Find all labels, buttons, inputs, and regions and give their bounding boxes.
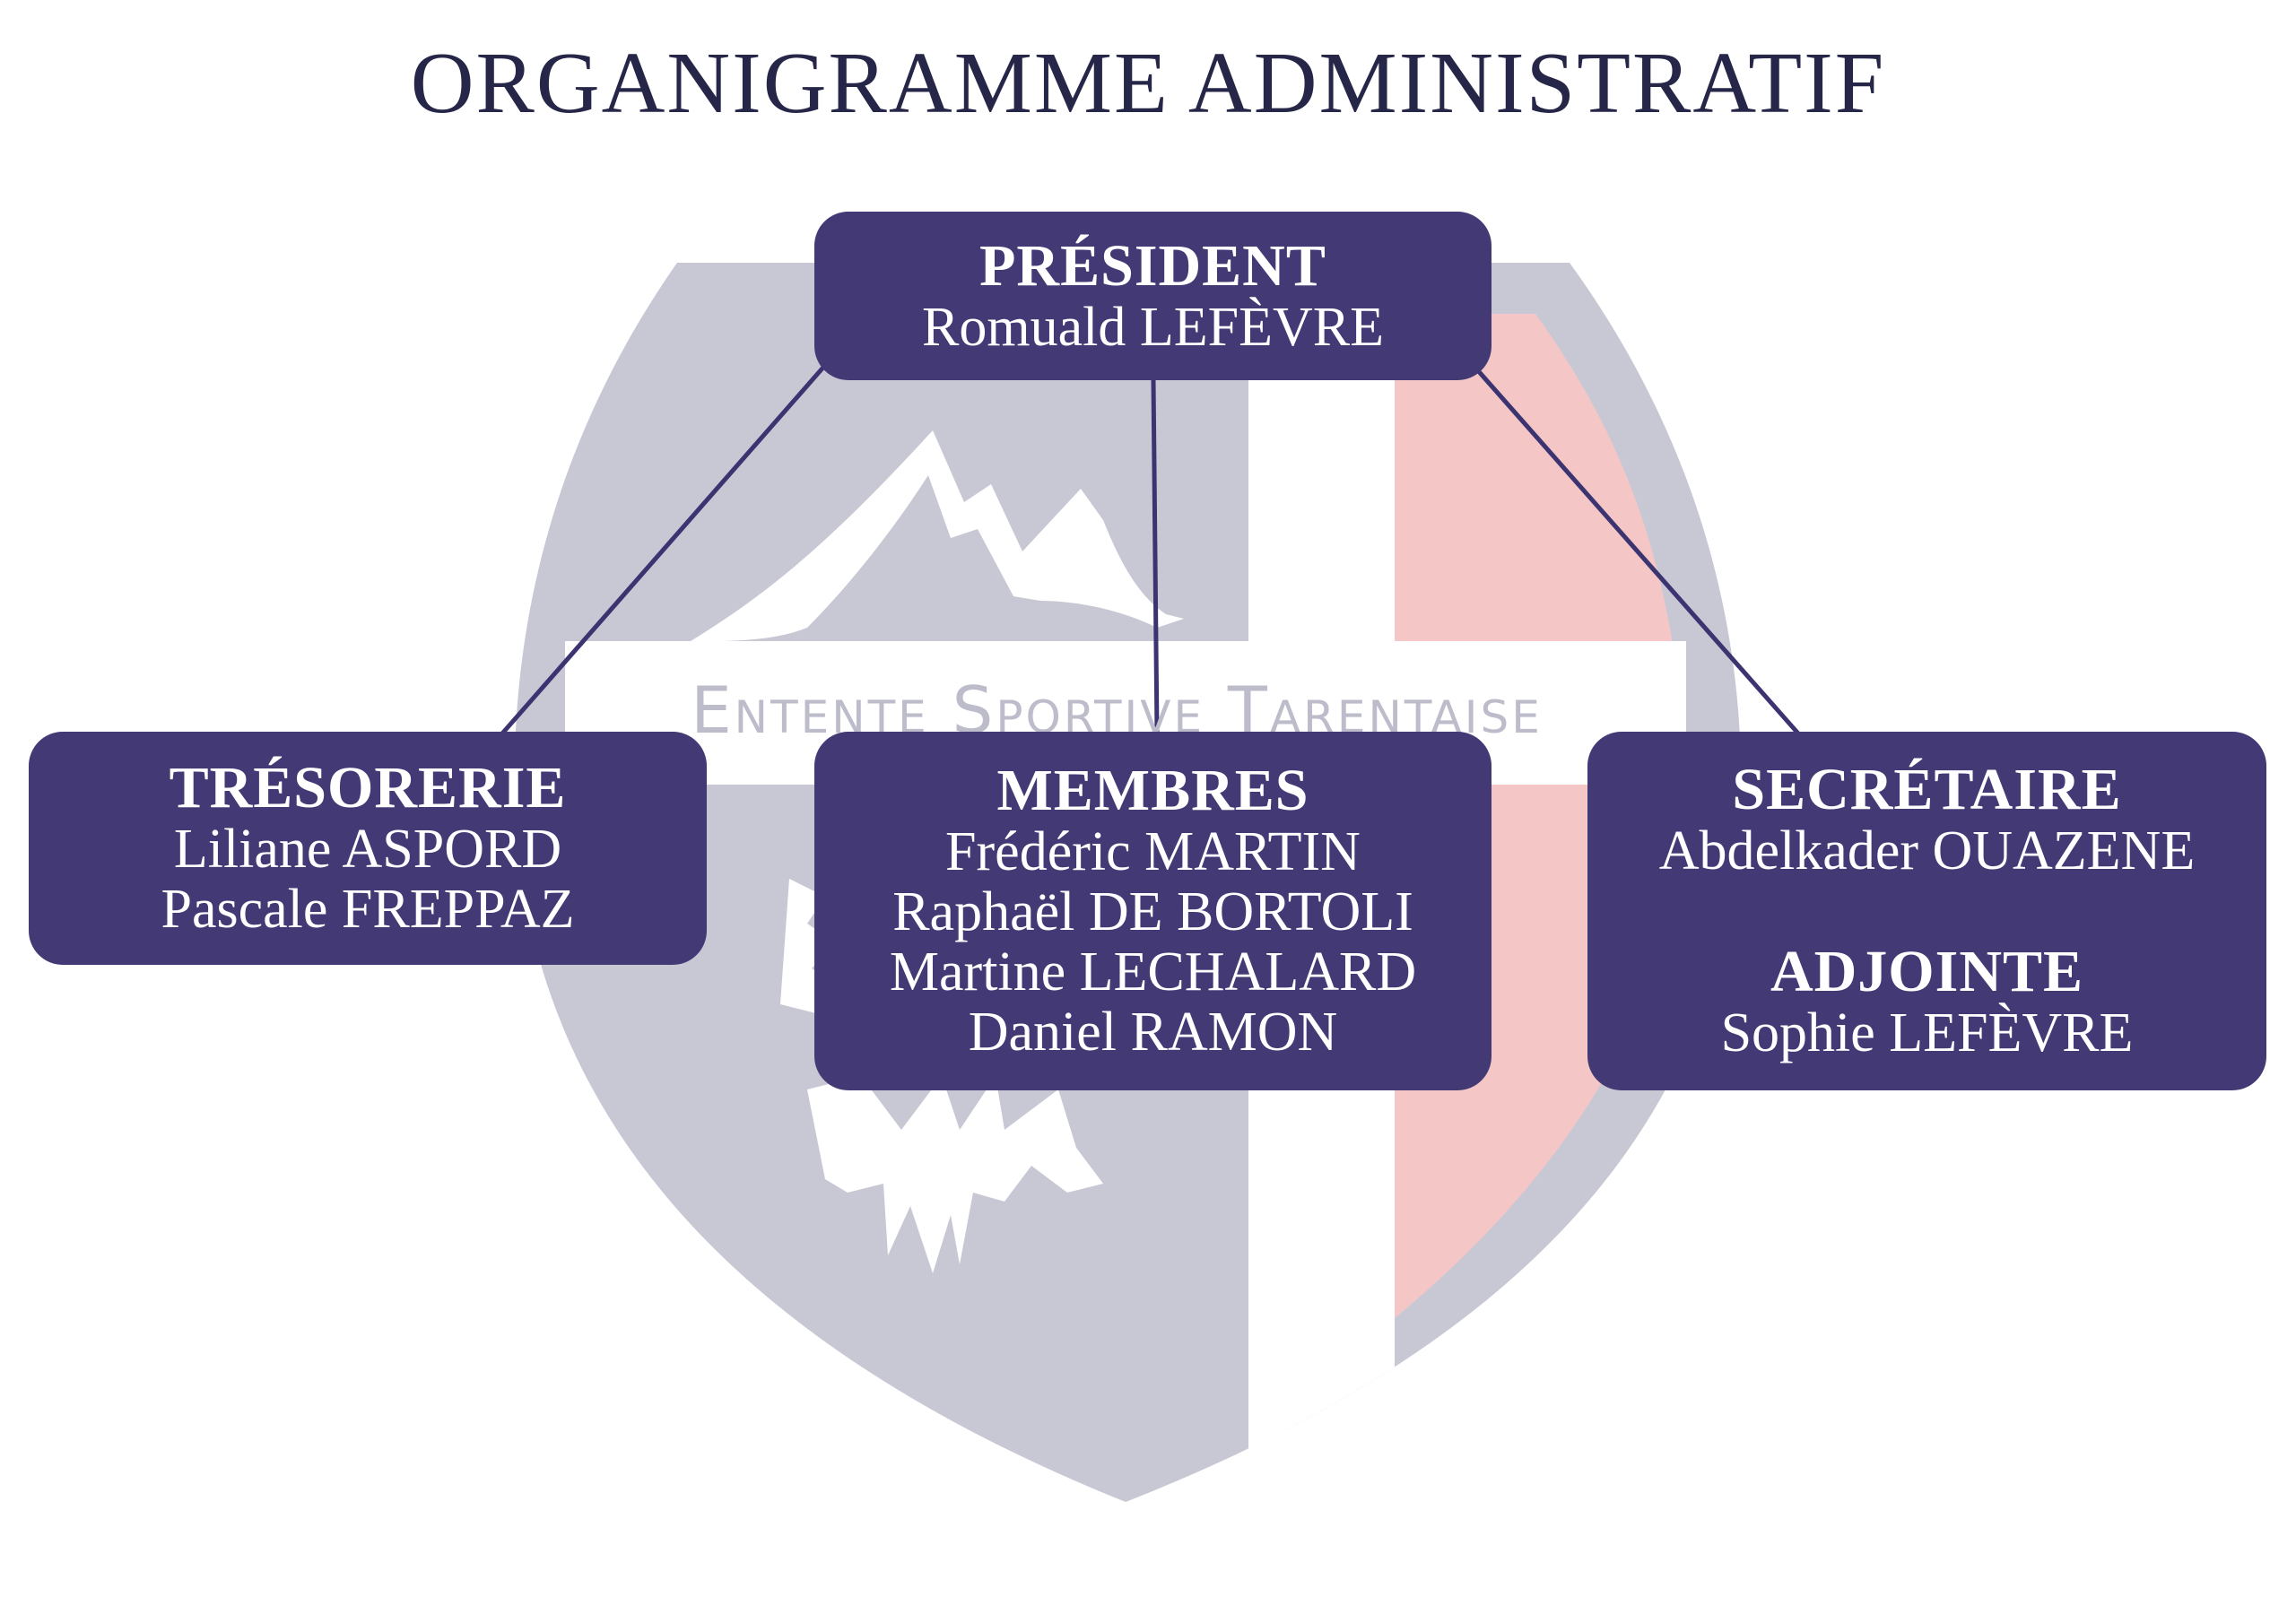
person-name: Sophie LEFÈVRE [1720,1002,2134,1063]
person-name: Liliane ASPORD [173,819,562,880]
mountain-icon [691,430,1184,642]
person-name: Daniel RAMON [968,1002,1338,1063]
connector-tresorerie [500,361,829,735]
role-label: TRÉSORERIE [169,755,567,820]
person-name: Raphaël DE BORTOLI [892,881,1413,942]
membres-box: MEMBRES Frédéric MARTIN Raphaël DE BORTO… [814,732,1492,1090]
role-label: SECRÉTAIRE [1732,757,2122,822]
role-label: PRÉSIDENT [979,232,1326,299]
role-label: MEMBRES [996,758,1309,823]
person-name: Romuald LEFÈVRE [922,296,1384,358]
secretaire-box: SECRÉTAIRE Abdelkader OUAZENE ADJOINTE S… [1587,732,2266,1090]
role-label-adjoint: ADJOINTE [1770,939,2084,1004]
person-name: Abdelkader OUAZENE [1658,820,2196,881]
connector-membres [1151,379,1160,734]
person-name: Pascale FREPPAZ [161,879,575,940]
connectors [500,361,1800,735]
person-name: Frédéric MARTIN [945,821,1361,882]
connector-secretaire [1474,366,1800,735]
person-name: Martine LECHALARD [889,942,1417,1002]
tresorerie-box: TRÉSORERIE Liliane ASPORD Pascale FREPPA… [29,732,707,965]
page-title: ORGANIGRAMME ADMINISTRATIF [410,35,1886,132]
president-box: PRÉSIDENT Romuald LEFÈVRE [814,212,1492,380]
